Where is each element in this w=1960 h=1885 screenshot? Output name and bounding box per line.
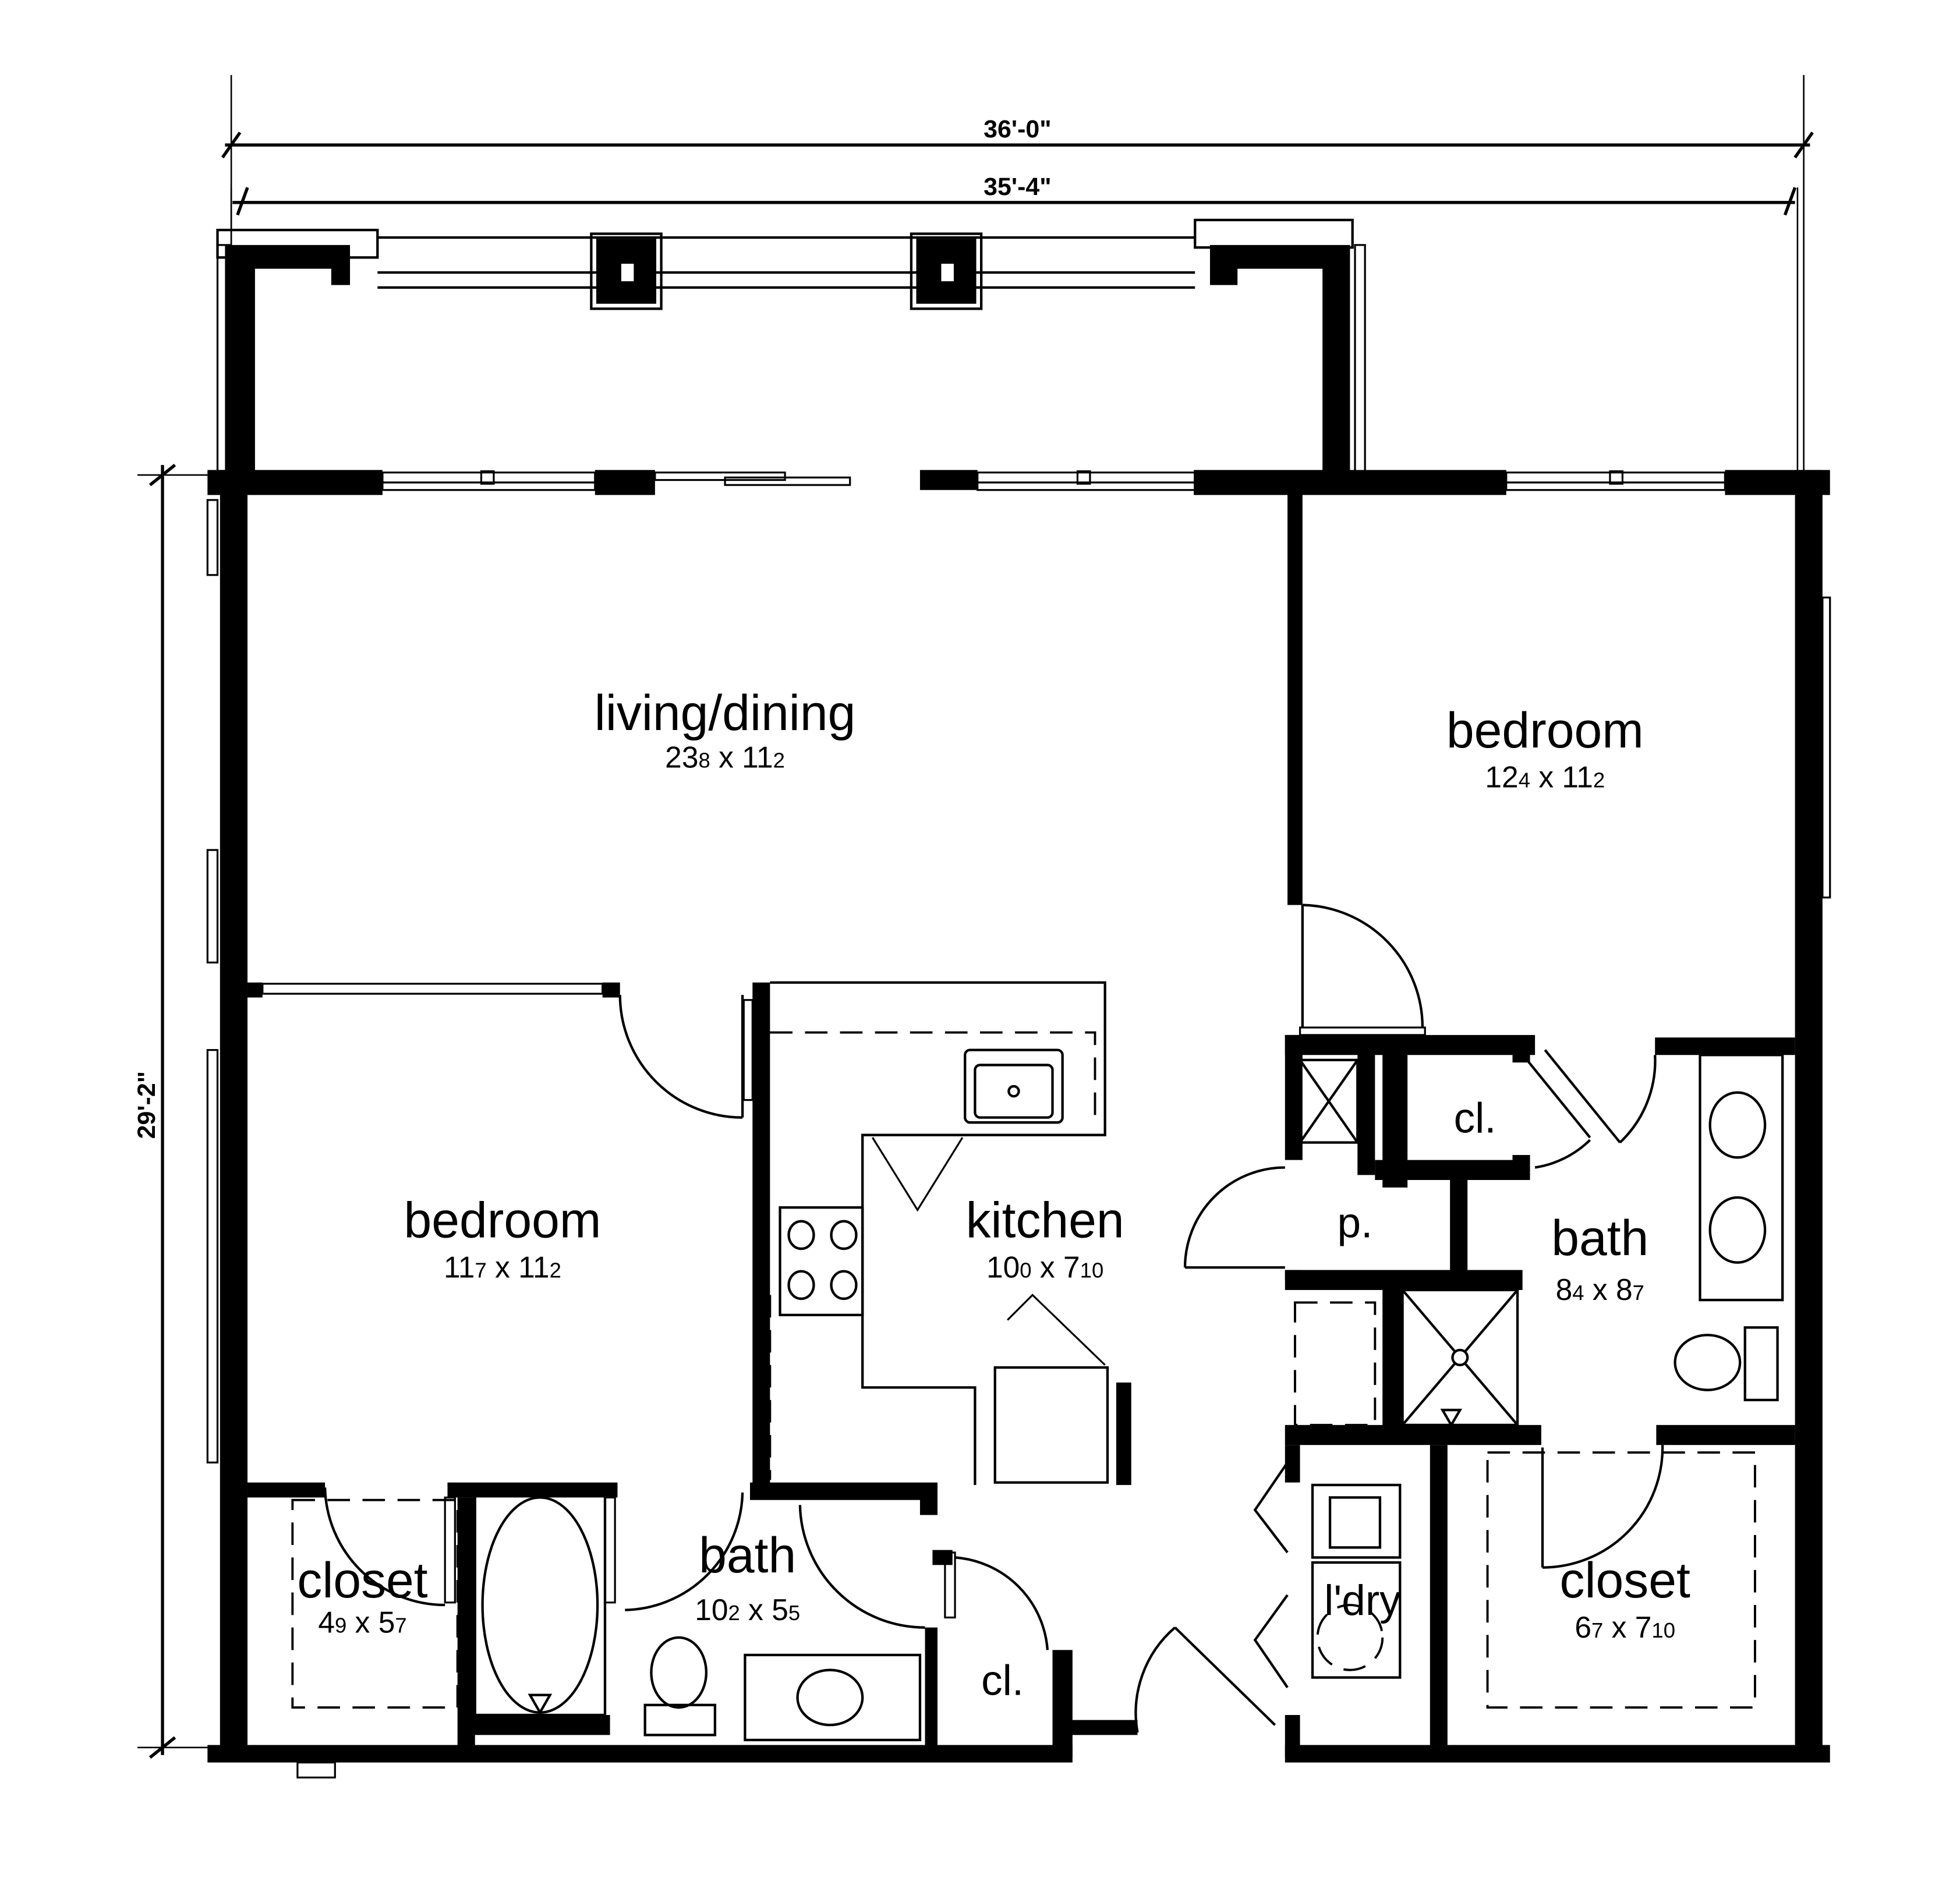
closet-right-shelf	[1486, 1451, 1756, 1709]
kitchen-fixtures	[769, 981, 1109, 1485]
toilet-right-icon	[1674, 1326, 1779, 1402]
vanity-right-icon	[1699, 1054, 1784, 1302]
label-closet-left: closet 49 x 57	[297, 1553, 427, 1639]
label-bath-left: bath 102 x 55	[695, 1528, 800, 1627]
svg-text:100 x 710: 100 x 710	[986, 1250, 1103, 1284]
svg-text:67 x 710: 67 x 710	[1575, 1610, 1675, 1644]
label-laundry: l'dry	[1324, 1577, 1401, 1624]
balcony	[216, 218, 1366, 479]
svg-text:kitchen: kitchen	[966, 1193, 1124, 1249]
label-closet-small-lower: cl.	[981, 1657, 1024, 1705]
svg-text:closet: closet	[297, 1553, 427, 1608]
label-kitchen: kitchen 100 x 710	[966, 1193, 1124, 1284]
label-bedroom-right: bedroom 124 x 112	[1446, 703, 1644, 794]
interior-width-dimension: 35'-4"	[983, 173, 1051, 201]
svg-text:bedroom: bedroom	[1446, 703, 1644, 759]
vanity-left-icon	[744, 1653, 922, 1742]
svg-text:closet: closet	[1560, 1553, 1690, 1608]
label-bath-right: bath 84 x 87	[1551, 1210, 1648, 1306]
svg-text:124 x 112: 124 x 112	[1485, 760, 1605, 794]
exterior-walls	[206, 470, 1831, 1778]
svg-text:117 x 112: 117 x 112	[444, 1250, 561, 1284]
dishwasher-icon	[872, 1137, 964, 1212]
svg-text:102 x 55: 102 x 55	[695, 1593, 800, 1627]
svg-text:49 x 57: 49 x 57	[318, 1605, 406, 1639]
svg-text:84 x 87: 84 x 87	[1556, 1273, 1644, 1306]
svg-text:bedroom: bedroom	[404, 1193, 602, 1249]
column-right	[910, 232, 983, 310]
bath-fixtures	[473, 1054, 1784, 1742]
svg-text:238 x 112: 238 x 112	[665, 740, 785, 774]
svg-text:living/dining: living/dining	[595, 685, 856, 741]
label-pantry: p.	[1338, 1200, 1373, 1247]
column-left	[590, 232, 663, 310]
svg-text:bath: bath	[1551, 1210, 1648, 1266]
kitchen-sink-icon	[964, 1048, 1064, 1124]
svg-text:bath: bath	[699, 1528, 796, 1583]
linen-shelf	[1294, 1301, 1377, 1426]
mechanical-chase-icon	[1299, 1058, 1359, 1144]
doors	[323, 903, 1664, 1733]
laundry-fixtures	[291, 1451, 1756, 1709]
label-living-dining: living/dining 238 x 112	[595, 685, 856, 774]
dimension-lines: 36'-0" 35'-4" 29'-2"	[133, 75, 1814, 1759]
overall-depth-dimension: 29'-2"	[133, 1071, 161, 1139]
interior-walls	[247, 490, 1795, 1758]
stove-icon	[779, 1206, 864, 1317]
label-bedroom-left: bedroom 117 x 112	[404, 1193, 602, 1284]
bathtub-icon	[473, 1491, 607, 1717]
dryer-icon	[1311, 1483, 1402, 1559]
label-closet-small-upper: cl.	[1454, 1094, 1496, 1142]
toilet-left-icon	[643, 1636, 717, 1737]
refrigerator-icon	[993, 1294, 1109, 1484]
shower-icon	[1401, 1288, 1519, 1428]
washer-icon	[1311, 1561, 1402, 1679]
room-labels: living/dining 238 x 112 bedroom 124 x 11…	[297, 685, 1690, 1705]
overall-width-dimension: 36'-0"	[983, 115, 1051, 143]
label-closet-right: closet 67 x 710	[1560, 1553, 1690, 1644]
closet-left-shelf	[291, 1498, 459, 1709]
